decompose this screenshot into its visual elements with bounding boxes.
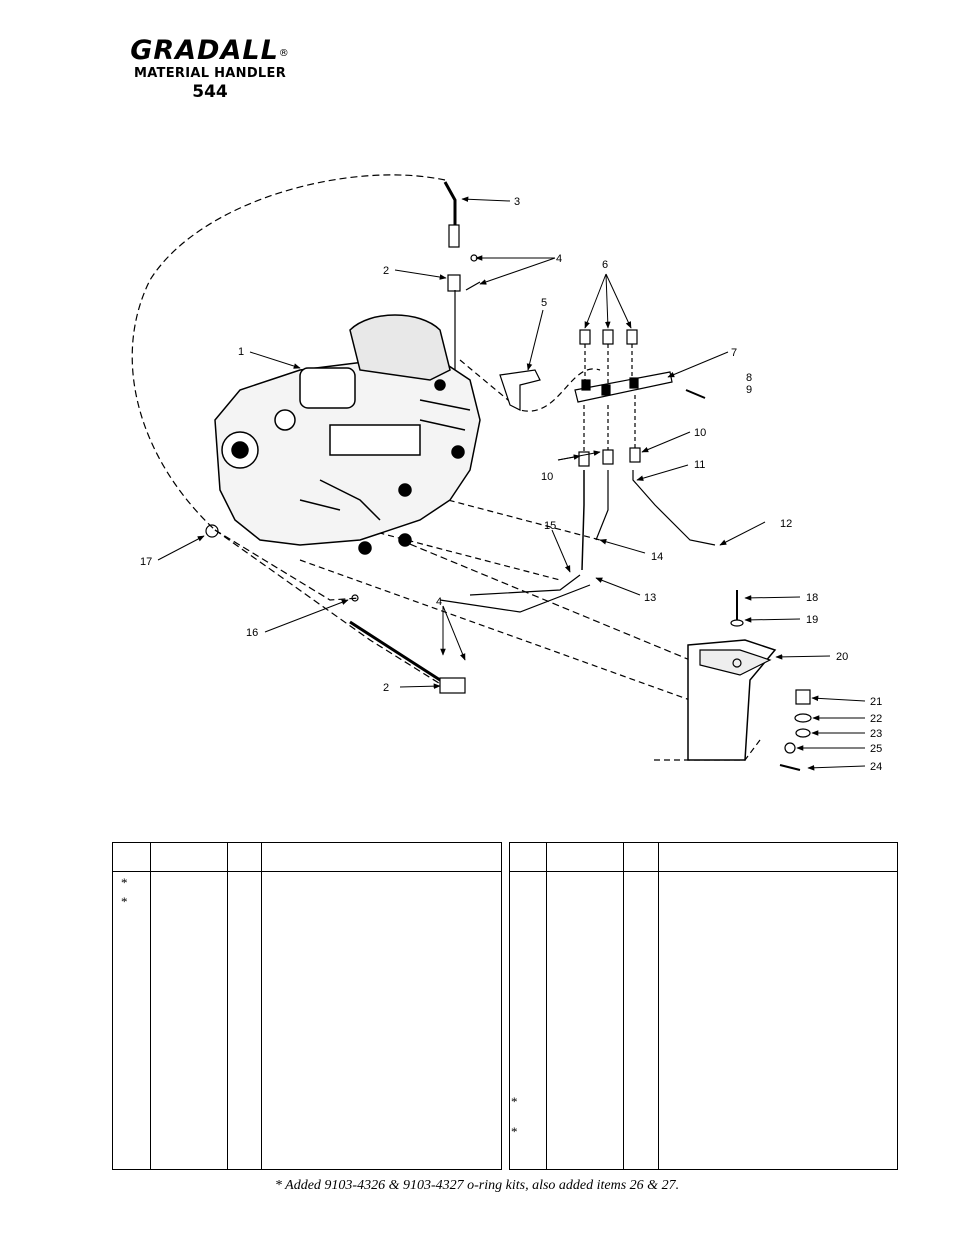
callout-20: 20 xyxy=(836,651,848,663)
gradall-logo: GRADALL® MATERIAL HANDLER 544 xyxy=(110,35,310,103)
callout-17: 17 xyxy=(140,556,152,568)
callout-14: 14 xyxy=(651,551,663,563)
parts-table-left: * * xyxy=(112,842,502,1170)
callout-18: 18 xyxy=(806,592,818,604)
hose-routing-dashed xyxy=(131,174,446,531)
table-header-row xyxy=(113,843,501,872)
diagram-svg: 1 2 3 4 5 6 7 8 9 10 10 11 12 13 14 15 1… xyxy=(131,174,882,773)
model-number: 544 xyxy=(192,82,228,102)
callout-2-top: 2 xyxy=(383,265,389,277)
callout-4-top: 4 xyxy=(556,253,562,265)
callout-19: 19 xyxy=(806,614,818,626)
exploded-parts-diagram: 1 2 3 4 5 6 7 8 9 10 10 11 12 13 14 15 1… xyxy=(131,174,882,773)
table-header-row xyxy=(510,843,897,872)
callout-3: 3 xyxy=(514,196,520,208)
change-marker: * xyxy=(511,1094,518,1109)
callout-25: 25 xyxy=(870,743,882,755)
callout-21: 21 xyxy=(870,696,882,708)
transmission-assembly xyxy=(214,314,481,555)
change-marker: * xyxy=(121,894,128,909)
callout-9: 9 xyxy=(746,384,752,396)
callout-13: 13 xyxy=(644,592,656,604)
callout-15: 15 xyxy=(544,520,556,532)
brand-subtitle: MATERIAL HANDLER xyxy=(133,66,287,81)
callout-6: 6 xyxy=(602,259,608,271)
callout-10-left: 10 xyxy=(541,471,553,483)
callout-4-bottom: 4 xyxy=(436,596,442,608)
change-marker: * xyxy=(511,1124,518,1139)
callout-12: 12 xyxy=(780,518,792,530)
callout-8: 8 xyxy=(746,372,752,384)
brand-name: GRADALL® xyxy=(130,35,290,66)
callout-24: 24 xyxy=(870,761,882,773)
footnote: * Added 9103-4326 & 9103-4327 o-ring kit… xyxy=(274,1178,680,1193)
callout-10-right: 10 xyxy=(694,427,706,439)
callout-7: 7 xyxy=(731,347,737,359)
callout-5: 5 xyxy=(541,297,547,309)
callout-16: 16 xyxy=(246,627,258,639)
callout-2-bottom: 2 xyxy=(383,682,389,694)
callout-11: 11 xyxy=(694,459,705,471)
parts-table-right: * * xyxy=(509,842,898,1170)
callout-22: 22 xyxy=(870,713,882,725)
callout-23: 23 xyxy=(870,728,882,740)
change-marker: * xyxy=(121,875,128,890)
callout-1: 1 xyxy=(238,346,244,358)
